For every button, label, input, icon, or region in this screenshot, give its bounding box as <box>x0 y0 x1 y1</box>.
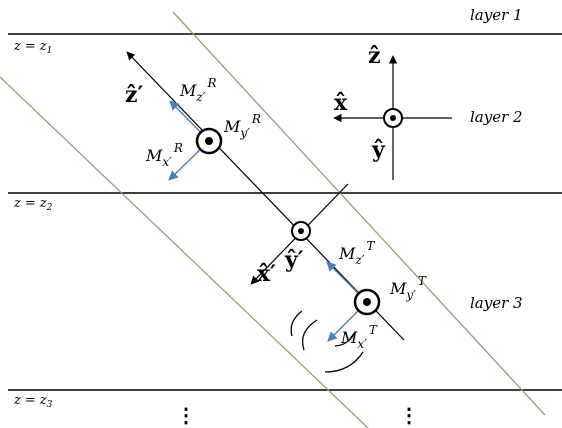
layer-3-label: layer 3 <box>470 294 523 312</box>
layer-1-label: layer 1 <box>470 6 523 24</box>
transmitter-mx-label: Mx′T <box>340 323 378 351</box>
interface-label-z1: z=z1 <box>13 39 52 56</box>
receiver-mx-label: Mx′R <box>145 141 183 169</box>
continuation-dots-left: ⋮ <box>176 403 196 427</box>
rotated-y-label: ŷ′ <box>284 247 304 273</box>
interface-label-z2: z=z2 <box>13 196 53 213</box>
rotated-z-label: ẑ′ <box>125 82 143 108</box>
global-z-label: ẑ <box>368 43 381 69</box>
global-x-label: x̂ <box>334 90 348 116</box>
receiver-my-label: My′R <box>223 112 261 140</box>
interface-label-z3: z=z3 <box>13 393 53 410</box>
receiver-dipole: Mz′R My′R Mx′R <box>145 76 261 181</box>
transmitter-dipole: Mz′T My′T Mx′T <box>326 239 427 351</box>
transmitter-mz-label: Mz′T <box>338 239 375 267</box>
tilted-boundary-right <box>172 11 546 416</box>
rotated-x-label: x̂′ <box>257 261 276 287</box>
receiver-mz-label: Mz′R <box>179 76 216 104</box>
layer-2-label: layer 2 <box>470 108 523 126</box>
global-y-label: ŷ <box>371 137 386 163</box>
radiation-waves-icon <box>290 310 364 373</box>
tilted-boundary-left <box>0 76 369 428</box>
rotated-axes: ẑ′ x̂′ ŷ′ <box>125 51 405 341</box>
transmitter-my-label: My′T <box>389 274 427 302</box>
global-axes: ẑ x̂ ŷ <box>333 43 452 180</box>
continuation-dots-right: ⋮ <box>399 403 419 427</box>
